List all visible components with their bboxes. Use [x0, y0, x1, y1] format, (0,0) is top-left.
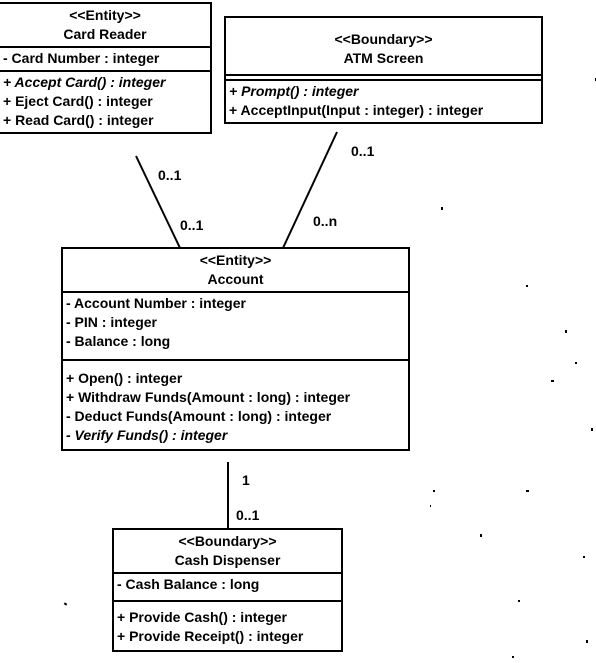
operation-row: + AcceptInput(Input : integer) : integer — [229, 102, 484, 118]
stereotype-label: <<Entity>> — [199, 252, 272, 268]
operation-row: + Read Card() : integer — [3, 112, 154, 128]
scan-speck — [526, 490, 529, 492]
scan-speck — [63, 602, 68, 606]
scan-speck — [526, 285, 528, 287]
scan-speck — [441, 207, 443, 210]
scan-speck — [430, 505, 431, 507]
operation-row: + Provide Receipt() : integer — [117, 628, 304, 644]
scan-speck — [591, 428, 593, 431]
attribute-row: - Card Number : integer — [3, 50, 160, 66]
operations-section: + Accept Card() : integer + Eject Card()… — [0, 70, 210, 132]
class-name: Cash Dispenser — [174, 552, 281, 568]
multiplicity-card-reader-end: 0..1 — [158, 167, 182, 183]
scan-speck — [551, 380, 554, 382]
scan-speck — [512, 656, 514, 658]
operation-row: + Withdraw Funds(Amount : long) : intege… — [66, 389, 351, 405]
scan-speck — [518, 600, 520, 602]
attribute-row: - Balance : long — [66, 333, 171, 349]
stereotype-label: <<Boundary>> — [334, 31, 433, 47]
class-header: <<Entity>> Account — [63, 249, 408, 291]
scan-speck — [586, 640, 588, 643]
attributes-section: - Cash Balance : long — [114, 572, 341, 600]
scan-speck — [480, 534, 482, 537]
operations-section: + Prompt() : integer + AcceptInput(Input… — [226, 79, 541, 122]
operation-row: + Prompt() : integer — [229, 83, 359, 99]
multiplicity-account-end-atm-screen: 0..n — [313, 213, 338, 229]
association-atm-screen-account — [282, 131, 338, 249]
class-atm-screen[interactable]: <<Boundary>> ATM Screen + Prompt() : int… — [224, 16, 543, 124]
multiplicity-atm-screen-end: 0..1 — [351, 143, 375, 159]
operations-section: + Open() : integer + Withdraw Funds(Amou… — [63, 359, 408, 449]
operation-row: + Open() : integer — [66, 370, 183, 386]
class-name: Card Reader — [63, 26, 147, 42]
multiplicity-account-end-cash-dispenser: 1 — [242, 472, 250, 488]
attributes-section: - Account Number : integer - PIN : integ… — [63, 291, 408, 359]
class-cash-dispenser[interactable]: <<Boundary>> Cash Dispenser - Cash Balan… — [112, 528, 343, 652]
class-card-reader[interactable]: <<Entity>> Card Reader - Card Number : i… — [0, 2, 212, 134]
class-header: <<Boundary>> Cash Dispenser — [114, 530, 341, 572]
multiplicity-cash-dispenser-end: 0..1 — [236, 507, 260, 523]
attribute-row: - Account Number : integer — [66, 295, 246, 311]
operation-row: - Verify Funds() : integer — [66, 427, 228, 443]
scan-speck — [583, 556, 585, 558]
attribute-row: - PIN : integer — [66, 314, 158, 330]
scan-speck — [575, 362, 577, 364]
operations-section: + Provide Cash() : integer + Provide Rec… — [114, 600, 341, 650]
operation-row: + Provide Cash() : integer — [117, 609, 287, 625]
attributes-section — [226, 74, 541, 79]
scan-speck — [565, 330, 567, 333]
class-name: Account — [207, 271, 264, 287]
multiplicity-account-end-card-reader: 0..1 — [180, 217, 204, 233]
class-name: ATM Screen — [343, 50, 424, 66]
class-account[interactable]: <<Entity>> Account - Account Number : in… — [61, 247, 410, 451]
attributes-section: - Card Number : integer — [0, 46, 210, 70]
class-header: <<Entity>> Card Reader — [0, 4, 210, 46]
operation-row: - Deduct Funds(Amount : long) : integer — [66, 408, 332, 424]
operation-row: + Accept Card() : integer — [3, 74, 166, 90]
stereotype-label: <<Boundary>> — [178, 533, 277, 549]
class-header: <<Boundary>> ATM Screen — [226, 18, 541, 74]
scan-speck — [433, 490, 435, 492]
attribute-row: - Cash Balance : long — [117, 576, 260, 592]
stereotype-label: <<Entity>> — [69, 7, 141, 23]
operation-row: + Eject Card() : integer — [3, 93, 153, 109]
